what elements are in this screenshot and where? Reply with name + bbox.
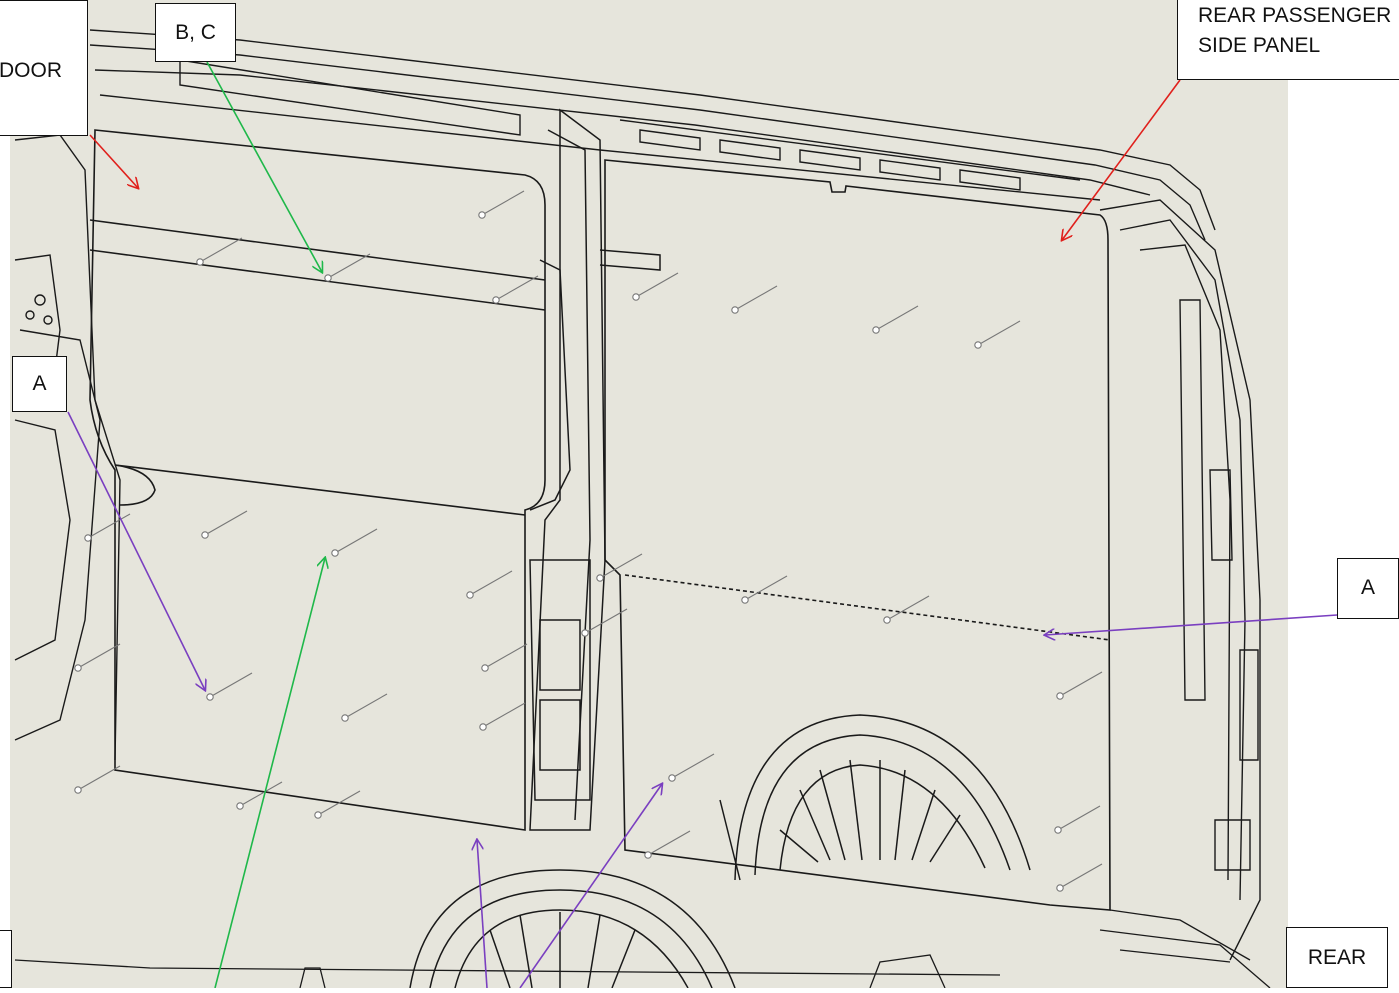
clip-shaft [209, 672, 253, 698]
clip-shaft [334, 528, 378, 554]
bottom-green-arrow [214, 558, 325, 989]
clip-head [206, 693, 214, 701]
rear-frame [1099, 199, 1261, 961]
clip-head [731, 306, 739, 314]
rear-wheel-arch [719, 714, 1031, 881]
clip-head [84, 534, 92, 542]
clip-shaft [647, 830, 691, 856]
clip-shaft [239, 781, 283, 807]
door-label-text: DOOR [0, 59, 62, 82]
front-wheel-arch [409, 869, 736, 989]
clip-shaft [886, 595, 930, 621]
fastener-clips [74, 190, 1103, 892]
clip-head [201, 531, 209, 539]
rear-passenger-side-panel [604, 159, 1111, 911]
clip-shaft [495, 275, 539, 301]
drawing-background [10, 0, 1288, 988]
clip-head [466, 591, 474, 599]
clip-shaft [635, 272, 679, 298]
clip-shaft [481, 190, 525, 216]
clip-shaft [1057, 805, 1101, 831]
bottom-purple-arrow-2 [519, 784, 662, 989]
clip-head [341, 714, 349, 722]
clip-shaft [77, 643, 121, 669]
clip-shaft [199, 237, 243, 263]
rear-passenger-label-line2: SIDE PANEL [1198, 34, 1321, 57]
clip-head [1056, 692, 1064, 700]
bc-arrow [206, 61, 322, 272]
clip-shaft [744, 575, 788, 601]
clip-shaft [875, 305, 919, 331]
bottom-purple-arrow-1 [477, 840, 488, 989]
clip-head [74, 786, 82, 794]
floor [14, 909, 1271, 989]
clip-shaft [977, 320, 1021, 346]
rear-label-text: REAR [1307, 946, 1367, 969]
rear-passenger-label: REAR PASSENGER SIDE PANEL [1177, 0, 1399, 80]
clip-head [581, 629, 589, 637]
clip-shaft [484, 643, 528, 669]
clip-head [196, 258, 204, 266]
bc-label-text: B, C [175, 21, 216, 44]
clip-head [883, 616, 891, 624]
a-left-arrow [67, 411, 205, 690]
clip-head [974, 341, 982, 349]
clip-shaft [77, 765, 121, 791]
a-right-label-text: A [1360, 576, 1375, 599]
clip-head [596, 574, 604, 582]
rear-passenger-label-line1: REAR PASSENGER [1198, 4, 1392, 27]
clip-shaft [1059, 863, 1103, 889]
clip-head [741, 596, 749, 604]
clip-shaft [87, 513, 131, 539]
clip-head [668, 774, 676, 782]
rear-panel-arrow [1062, 79, 1181, 240]
clip-head [632, 293, 640, 301]
roof-rail [89, 29, 1216, 241]
clip-head [314, 811, 322, 819]
clip-head [74, 664, 82, 672]
clip-shaft [327, 253, 371, 279]
door-arrow [89, 134, 138, 188]
a-right-label: A [1337, 558, 1399, 619]
bc-label: B, C [155, 3, 236, 62]
clip-head [492, 296, 500, 304]
b-pillar [529, 108, 661, 831]
clip-head [481, 664, 489, 672]
clip-shaft [469, 570, 513, 596]
a-left-label: A [12, 356, 67, 412]
clip-shaft [671, 753, 715, 779]
floor-fixtures [299, 954, 946, 989]
clip-head [324, 274, 332, 282]
a-left-label-text: A [32, 372, 47, 395]
clip-shaft [204, 510, 248, 536]
clip-shaft [344, 693, 388, 719]
clip-shaft [599, 553, 643, 579]
clip-head [478, 211, 486, 219]
clip-head [1056, 884, 1064, 892]
clip-head [479, 723, 487, 731]
clip-head [236, 802, 244, 810]
clip-shaft [584, 608, 628, 634]
clip-shaft [482, 702, 526, 728]
a-right-arrow [1045, 614, 1338, 635]
clip-head [331, 549, 339, 557]
clip-head [644, 851, 652, 859]
clip-shaft [1059, 671, 1103, 697]
bottom-left-label-edge [0, 930, 12, 988]
clip-shaft [734, 285, 778, 311]
rear-label: REAR [1286, 927, 1388, 988]
clip-head [1054, 826, 1062, 834]
door-label: DOOR [0, 0, 88, 136]
front-side-panel [89, 129, 546, 831]
clip-head [872, 326, 880, 334]
clip-shaft [317, 790, 361, 816]
